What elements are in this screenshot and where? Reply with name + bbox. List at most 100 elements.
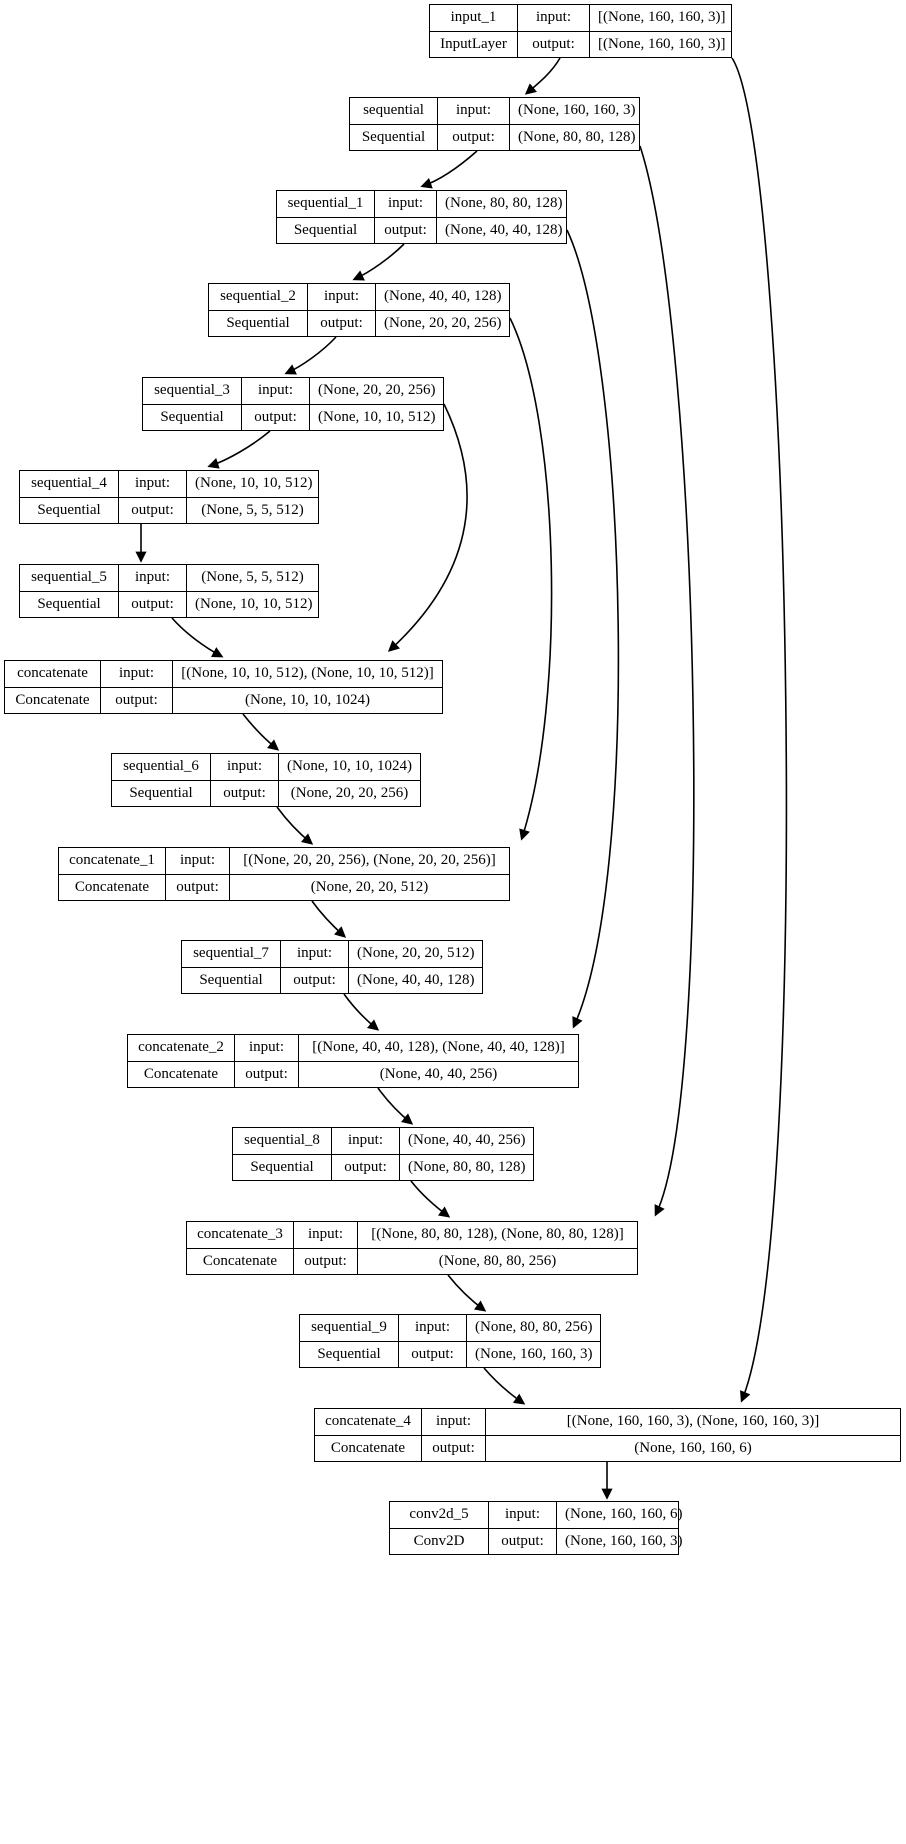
input-shape: (None, 10, 10, 1024) (287, 758, 412, 775)
edge-sequential_2-to-concatenate_1 (509, 317, 553, 841)
input-shape: (None, 160, 160, 3) (518, 102, 636, 119)
edge-sequential_9-to-concatenate_4 (483, 1367, 526, 1405)
layer-name: sequential_3 (143, 378, 242, 404)
input-label: input: (119, 471, 187, 497)
output-shape: (None, 20, 20, 512) (310, 878, 429, 895)
layer-class: Concatenate (315, 1435, 422, 1461)
input-shape: [(None, 160, 160, 3)] (598, 9, 726, 26)
output-label: output: (375, 217, 437, 243)
layer-class: Sequential (20, 591, 119, 617)
input-shape: [(None, 160, 160, 3), (None, 160, 160, 3… (566, 1413, 820, 1430)
layer-name: input_1 (430, 5, 518, 31)
output-shape: (None, 10, 10, 512) (195, 595, 313, 612)
layer-name: sequential_7 (182, 941, 281, 967)
output-label: output: (211, 780, 279, 806)
output-shape: (None, 80, 80, 128) (408, 1158, 526, 1175)
output-label: output: (399, 1341, 467, 1367)
input-shape: (None, 40, 40, 256) (408, 1132, 526, 1149)
output-label: output: (242, 404, 310, 430)
layer-class: Sequential (209, 310, 308, 336)
edge-concatenate-to-sequential_6 (242, 713, 280, 751)
input-label: input: (518, 5, 590, 31)
layer-class: Sequential (233, 1154, 332, 1180)
input-label: input: (375, 191, 437, 217)
input-label: input: (308, 284, 376, 310)
edge-concatenate_2-to-sequential_8 (377, 1087, 414, 1125)
layer-name: concatenate_1 (59, 848, 166, 874)
layer-class: Concatenate (187, 1248, 294, 1274)
edge-input_1-to-concatenate_4 (731, 57, 788, 1403)
input-label: input: (281, 941, 349, 967)
layer-class: Sequential (143, 404, 242, 430)
edge-concatenate_1-to-sequential_7 (311, 900, 347, 938)
edge-sequential_6-to-concatenate_1 (276, 806, 314, 845)
edge-sequential_3-to-concatenate (387, 403, 468, 652)
layer-name: sequential_8 (233, 1128, 332, 1154)
output-shape: (None, 20, 20, 256) (384, 314, 502, 331)
input-label: input: (211, 754, 279, 780)
output-shape: (None, 160, 160, 3) (565, 1532, 683, 1549)
input-shape: (None, 20, 20, 256) (318, 382, 436, 399)
layer-name: sequential_4 (20, 471, 119, 497)
edge-concatenate_3-to-sequential_9 (447, 1274, 487, 1312)
edge-sequential_2-to-sequential_3 (284, 336, 337, 375)
output-label: output: (518, 31, 590, 57)
layer-name: concatenate_3 (187, 1222, 294, 1248)
output-label: output: (281, 967, 349, 993)
output-shape: (None, 20, 20, 256) (290, 784, 409, 801)
input-shape: (None, 20, 20, 512) (357, 945, 475, 962)
edge-sequential_3-to-sequential_4 (207, 430, 271, 469)
input-label: input: (294, 1222, 358, 1248)
layer-name: conv2d_5 (390, 1502, 489, 1528)
layer-class: Conv2D (390, 1528, 489, 1554)
input-label: input: (438, 98, 510, 124)
output-label: output: (489, 1528, 557, 1554)
input-label: input: (422, 1409, 486, 1435)
layer-class: Sequential (182, 967, 281, 993)
input-shape: (None, 160, 160, 6) (565, 1506, 683, 1523)
layer-name: sequential_1 (277, 191, 375, 217)
edge-sequential_1-to-concatenate_2 (566, 229, 620, 1029)
output-shape: (None, 40, 40, 128) (445, 221, 563, 238)
edge-sequential-to-concatenate_3 (639, 145, 695, 1217)
